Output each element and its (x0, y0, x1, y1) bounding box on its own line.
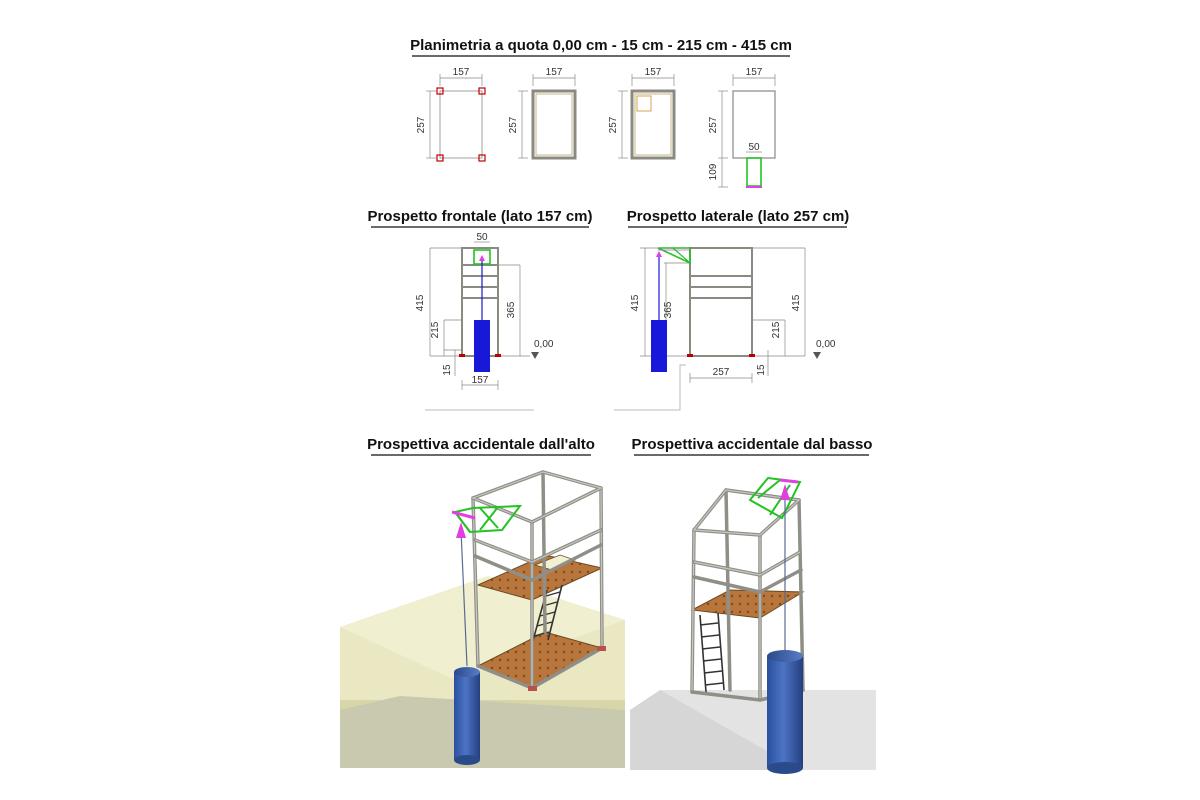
svg-text:215: 215 (771, 321, 782, 338)
svg-text:257: 257 (416, 116, 427, 133)
svg-text:415: 415 (415, 294, 426, 311)
svg-text:Prospetto frontale (lato 157 c: Prospetto frontale (lato 157 cm) (367, 208, 592, 225)
title-plan: Planimetria a quota 0,00 cm - 15 cm - 21… (410, 37, 792, 57)
plan-view-top: 157 257 109 50 (708, 67, 776, 188)
svg-text:15: 15 (756, 364, 767, 376)
svg-text:257: 257 (508, 116, 519, 133)
svg-text:Prospettiva accidentale dal ba: Prospettiva accidentale dal basso (632, 436, 873, 453)
svg-text:157: 157 (645, 67, 662, 78)
title-side: Prospetto laterale (lato 257 cm) (627, 208, 850, 228)
svg-text:50: 50 (476, 232, 488, 243)
svg-text:0,00: 0,00 (816, 339, 836, 350)
plan-view-base: 157 257 (416, 67, 486, 162)
svg-text:0,00: 0,00 (534, 339, 554, 350)
title-front: Prospetto frontale (lato 157 cm) (367, 208, 593, 228)
svg-text:365: 365 (663, 301, 674, 318)
svg-text:257: 257 (608, 116, 619, 133)
plan-view-deck: 157 257 (508, 67, 577, 160)
title-persp-bottom: Prospettiva accidentale dal basso (632, 436, 873, 456)
svg-text:Planimetria a quota 0,00 cm -: Planimetria a quota 0,00 cm - 15 cm - 21… (410, 37, 792, 54)
perspective-from-above (340, 470, 625, 768)
svg-text:415: 415 (630, 294, 641, 311)
side-elevation: 415 365 415 215 15 257 0,00 (614, 247, 836, 411)
svg-text:15: 15 (442, 364, 453, 376)
front-elevation: 415 215 15 365 50 157 0,00 (415, 232, 554, 411)
svg-text:157: 157 (546, 67, 563, 78)
svg-text:Prospettiva accidentale dall'a: Prospettiva accidentale dall'alto (367, 436, 595, 453)
svg-text:109: 109 (708, 163, 719, 180)
svg-text:157: 157 (453, 67, 470, 78)
svg-text:257: 257 (708, 116, 719, 133)
svg-text:157: 157 (472, 375, 489, 386)
svg-text:157: 157 (746, 67, 763, 78)
svg-text:50: 50 (748, 142, 760, 153)
plan-view-upper-deck: 157 257 (608, 67, 676, 160)
svg-text:Prospetto laterale (lato 257 c: Prospetto laterale (lato 257 cm) (627, 208, 850, 225)
svg-text:257: 257 (713, 367, 730, 378)
title-persp-top: Prospettiva accidentale dall'alto (367, 436, 595, 456)
svg-text:365: 365 (506, 301, 517, 318)
svg-text:215: 215 (430, 321, 441, 338)
svg-text:415: 415 (791, 294, 802, 311)
perspective-from-below (630, 476, 876, 774)
